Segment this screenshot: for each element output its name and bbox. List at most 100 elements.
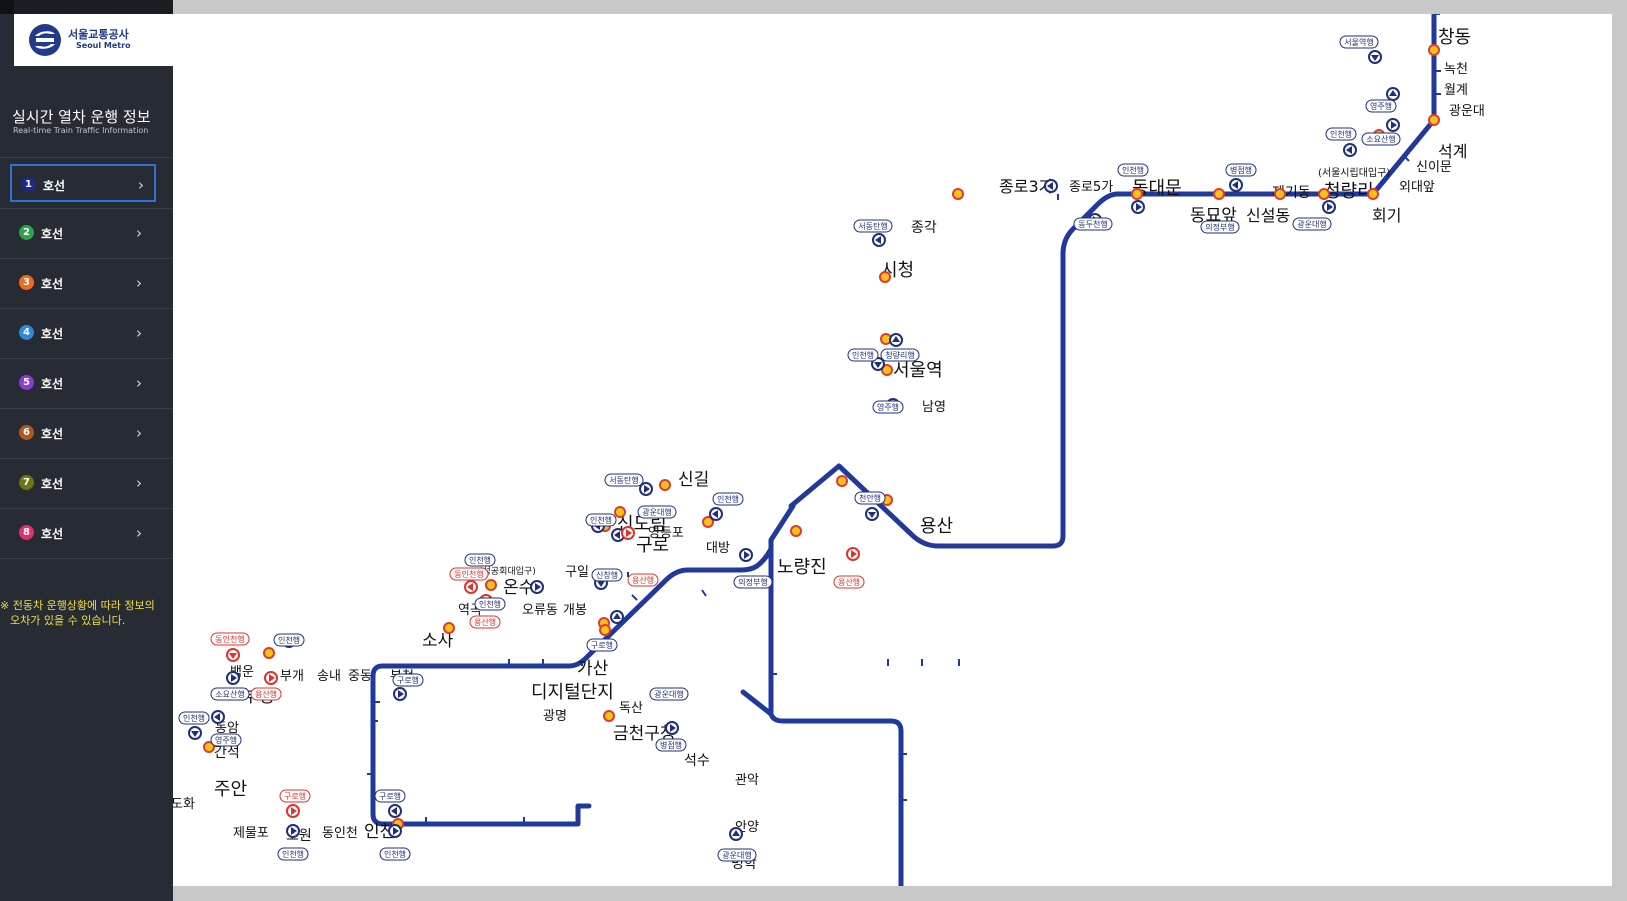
transfer-station-node[interactable] bbox=[659, 479, 671, 491]
train-marker-icon[interactable] bbox=[286, 804, 300, 818]
transfer-station-node[interactable] bbox=[614, 506, 626, 518]
station-label-hoegi[interactable]: 회기 bbox=[1372, 206, 1401, 225]
station-label-singil[interactable]: 신길 bbox=[678, 470, 709, 490]
station-label-sosa[interactable]: 소사 bbox=[422, 631, 454, 651]
station-label-juan[interactable]: 주안 bbox=[214, 779, 247, 800]
train-marker-icon[interactable] bbox=[889, 333, 903, 347]
station-label-incheon[interactable]: 인천 bbox=[364, 822, 395, 842]
route-map[interactable]: 방학창동녹천월계광운대석계신이문외대앞회기청량리(서울시립대입구)제기동신설동동… bbox=[173, 14, 1612, 886]
train-marker-icon[interactable] bbox=[264, 671, 278, 685]
station-label-namyeong[interactable]: 남영 bbox=[922, 400, 946, 415]
station-label-doksan[interactable]: 독산 bbox=[619, 701, 643, 716]
transfer-station-node[interactable] bbox=[485, 579, 497, 591]
transfer-station-node[interactable] bbox=[599, 624, 611, 636]
station-label-gasan[interactable]: 가산 bbox=[577, 659, 609, 679]
station-label-cheongnyangni[interactable]: 청량리 bbox=[1324, 181, 1374, 202]
transfer-station-node[interactable] bbox=[879, 271, 891, 283]
train-marker-icon[interactable] bbox=[1343, 143, 1357, 157]
transfer-station-node[interactable] bbox=[1367, 188, 1379, 200]
train-marker-icon[interactable] bbox=[610, 610, 624, 624]
transfer-station-node[interactable] bbox=[790, 525, 802, 537]
train-marker-icon[interactable] bbox=[226, 648, 240, 662]
transfer-station-node[interactable] bbox=[952, 188, 964, 200]
transfer-station-node[interactable] bbox=[881, 364, 893, 376]
transfer-station-node[interactable] bbox=[1318, 188, 1330, 200]
station-label-jongno5[interactable]: 종로5가 bbox=[1069, 180, 1113, 195]
station-label-dohwa[interactable]: 도화 bbox=[173, 797, 195, 812]
train-marker-icon[interactable] bbox=[865, 507, 879, 521]
transfer-station-node[interactable] bbox=[263, 647, 275, 659]
station-label-dongdaemun[interactable]: 동대문 bbox=[1132, 178, 1182, 199]
transfer-station-node[interactable] bbox=[702, 516, 714, 528]
train-marker-icon[interactable] bbox=[871, 357, 885, 371]
station-label-jongno3[interactable]: 종로3가 bbox=[999, 177, 1054, 196]
station-label-gwanak[interactable]: 관악 bbox=[735, 773, 759, 788]
train-marker-icon[interactable] bbox=[211, 710, 225, 724]
train-marker-icon[interactable] bbox=[530, 580, 544, 594]
train-marker-icon[interactable] bbox=[1386, 87, 1400, 101]
train-marker-icon[interactable] bbox=[1131, 200, 1145, 214]
transfer-station-node[interactable] bbox=[443, 622, 455, 634]
train-marker-icon[interactable] bbox=[226, 671, 240, 685]
station-label-bugae[interactable]: 부개 bbox=[280, 669, 304, 684]
train-marker-icon[interactable] bbox=[393, 687, 407, 701]
station-label-seoulstn[interactable]: 서울역 bbox=[893, 360, 943, 381]
station-label-cheongnyangni_sub[interactable]: (서울시립대입구) bbox=[1318, 166, 1390, 179]
train-marker-icon[interactable] bbox=[729, 827, 743, 841]
train-marker-icon[interactable] bbox=[464, 580, 478, 594]
transfer-station-node[interactable] bbox=[1274, 188, 1286, 200]
transfer-station-node[interactable] bbox=[1213, 188, 1225, 200]
station-label-sinimun[interactable]: 신이문 bbox=[1416, 160, 1452, 175]
train-marker-icon[interactable] bbox=[739, 548, 753, 562]
station-label-oedae[interactable]: 외대앞 bbox=[1399, 180, 1435, 195]
station-label-seoksu[interactable]: 석수 bbox=[684, 753, 710, 769]
station-label-guro[interactable]: 구로 bbox=[636, 535, 669, 556]
station-label-noryangjin[interactable]: 노량진 bbox=[777, 557, 827, 578]
station-label-changdong[interactable]: 창동 bbox=[1438, 27, 1471, 48]
station-label-jemulpo[interactable]: 제물포 bbox=[233, 826, 269, 841]
transfer-station-node[interactable] bbox=[836, 475, 848, 487]
station-label-kwangwoon[interactable]: 광운대 bbox=[1449, 104, 1485, 119]
train-marker-icon[interactable] bbox=[388, 824, 402, 838]
station-label-guil[interactable]: 구일 bbox=[565, 565, 589, 580]
station-label-songnae[interactable]: 송내 bbox=[317, 669, 341, 684]
station-label-wolgye[interactable]: 월계 bbox=[1444, 83, 1468, 98]
transfer-station-node[interactable] bbox=[203, 741, 215, 753]
station-label-ganseok[interactable]: 간석 bbox=[214, 745, 240, 761]
train-marker-icon[interactable] bbox=[872, 233, 886, 247]
station-label-dongincheon[interactable]: 동인천 bbox=[322, 826, 358, 841]
station-label-yongsan[interactable]: 용산 bbox=[920, 516, 953, 537]
station-label-daebang[interactable]: 대방 bbox=[706, 541, 730, 556]
train-marker-icon[interactable] bbox=[621, 526, 635, 540]
station-label-gwangmyeong[interactable]: 광명 bbox=[543, 709, 567, 724]
train-marker-icon[interactable] bbox=[1368, 50, 1382, 64]
station-label-yeongdeungpo[interactable]: 영등포 bbox=[648, 526, 684, 541]
station-label-dongam[interactable]: 동암 bbox=[215, 721, 239, 736]
station-label-gaebong[interactable]: 개봉 bbox=[563, 603, 587, 618]
train-marker-icon[interactable] bbox=[388, 804, 402, 818]
train-marker-icon[interactable] bbox=[188, 726, 202, 740]
train-marker-icon[interactable] bbox=[1322, 200, 1336, 214]
transfer-station-node[interactable] bbox=[1428, 114, 1440, 126]
train-marker-icon[interactable] bbox=[611, 528, 625, 542]
train-marker-icon[interactable] bbox=[1229, 178, 1243, 192]
train-marker-icon[interactable] bbox=[1044, 179, 1058, 193]
station-label-oryudong[interactable]: 오류동 bbox=[522, 603, 558, 618]
transfer-station-node[interactable] bbox=[1131, 188, 1143, 200]
station-label-onsu[interactable]: 온수 bbox=[503, 578, 534, 598]
train-marker-icon[interactable] bbox=[639, 482, 653, 496]
transfer-station-node[interactable] bbox=[603, 710, 615, 722]
station-label-seokgye[interactable]: 석계 bbox=[1438, 142, 1467, 161]
train-marker-icon[interactable] bbox=[1386, 118, 1400, 132]
train-marker-icon[interactable] bbox=[665, 721, 679, 735]
station-label-onsu_sub[interactable]: (성공회대입구) bbox=[479, 565, 536, 577]
station-label-gasan2[interactable]: 디지털단지 bbox=[531, 682, 614, 703]
train-marker-icon[interactable] bbox=[709, 507, 723, 521]
